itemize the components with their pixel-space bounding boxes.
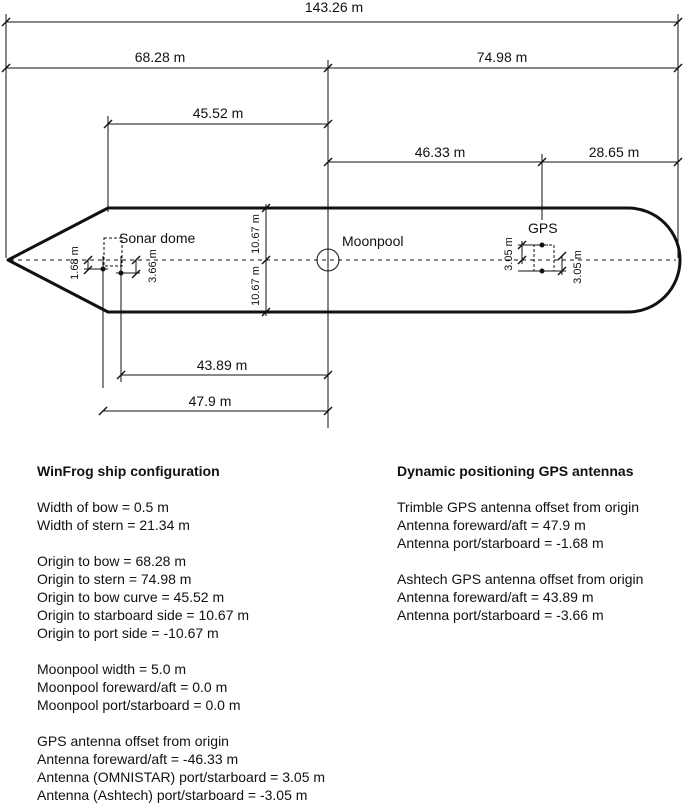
note-line: Antenna foreward/aft = 47.9 m <box>397 517 586 533</box>
note-line: Width of stern = 21.34 m <box>37 517 190 533</box>
dp-gps-notes: Dynamic positioning GPS antennas Trimble… <box>397 462 643 624</box>
dim-antenna-fore-aft: 43.89 m 47.9 m <box>98 357 333 416</box>
note-line: Origin to starboard side = 10.67 m <box>37 607 250 623</box>
sonar-dome-label: Sonar dome <box>119 230 195 246</box>
note-line: Moonpool port/starboard = 0.0 m <box>37 697 241 713</box>
dim-total-length: 143.26 m <box>1 0 683 258</box>
dim-trimble-ps-label: 1.68 m <box>69 246 81 280</box>
dim-total-length-label: 143.26 m <box>305 0 363 15</box>
bow-stern-widths: Width of bow = 0.5 m Width of stern = 21… <box>37 498 325 534</box>
note-line: Antenna port/starboard = -1.68 m <box>397 535 604 551</box>
dim-bow-curve: 45.52 m <box>103 105 333 212</box>
trimble-notes: Trimble GPS antenna offset from origin A… <box>397 498 643 552</box>
ship-hull <box>6 206 682 314</box>
dim-gps-position: 46.33 m 28.65 m <box>323 144 683 220</box>
dim-origin-to-stern-label: 74.98 m <box>477 49 528 65</box>
note-line: Width of bow = 0.5 m <box>37 499 169 515</box>
note-line: Antenna foreward/aft = -46.33 m <box>37 751 239 767</box>
dim-port-side-label: 10.67 m <box>250 266 262 306</box>
gps-antenna-notes: GPS antenna offset from origin Antenna f… <box>37 732 325 804</box>
dim-origin-to-bow-label: 68.28 m <box>135 49 186 65</box>
dim-gps-ash-ps-label: 3.05 m <box>572 250 584 284</box>
note-line: Origin to bow curve = 45.52 m <box>37 589 225 605</box>
note-line: Antenna (Ashtech) port/starboard = -3.05… <box>37 787 308 803</box>
dim-starboard-side-label: 10.67 m <box>250 214 262 254</box>
gps-label: GPS <box>528 220 558 236</box>
dim-trimble-fa-label: 47.9 m <box>189 393 232 409</box>
note-line: Origin to bow = 68.28 m <box>37 553 187 569</box>
dim-beam: 10.67 m 10.67 m <box>250 203 271 317</box>
dim-ashtech-fa-label: 43.89 m <box>197 357 248 373</box>
note-line: Ashtech GPS antenna offset from origin <box>397 571 644 587</box>
origin-offsets: Origin to bow = 68.28 m Origin to stern … <box>37 552 325 642</box>
note-line: Origin to stern = 74.98 m <box>37 571 192 587</box>
note-line: Antenna foreward/aft = 43.89 m <box>397 589 594 605</box>
moonpool-label: Moonpool <box>342 233 404 249</box>
gps-antennas: GPS 3.05 m 3.05 m <box>503 220 584 284</box>
dim-gps-omni-ps-label: 3.05 m <box>503 237 515 271</box>
note-line: Antenna (OMNISTAR) port/starboard = 3.05… <box>37 769 326 785</box>
sonar-dome: Sonar dome 1.68 m 3.66 m <box>69 230 195 388</box>
note-line: Trimble GPS antenna offset from origin <box>397 499 639 515</box>
dim-ashtech-ps-label: 3.66 m <box>147 249 159 283</box>
winfrog-config-heading: WinFrog ship configuration <box>37 463 220 479</box>
moonpool-notes: Moonpool width = 5.0 m Moonpool foreward… <box>37 660 325 714</box>
ashtech-notes: Ashtech GPS antenna offset from origin A… <box>397 570 643 624</box>
moonpool-circle <box>316 248 340 272</box>
dim-bow-curve-label: 45.52 m <box>193 105 244 121</box>
note-line: Origin to port side = -10.67 m <box>37 625 219 641</box>
dim-gps-to-stern-label: 28.65 m <box>589 144 640 160</box>
dim-gps-from-origin-label: 46.33 m <box>415 144 466 160</box>
note-line: Moonpool width = 5.0 m <box>37 661 187 677</box>
note-line: Antenna port/starboard = -3.66 m <box>397 607 604 623</box>
ship-configuration-diagram: 143.26 m 68.28 m 74.98 m 45.52 m 46.33 m… <box>1 0 683 428</box>
winfrog-config-notes: WinFrog ship configuration Width of bow … <box>37 462 325 804</box>
dim-origin-bow-stern: 68.28 m 74.98 m <box>1 49 683 428</box>
dp-gps-heading: Dynamic positioning GPS antennas <box>397 463 634 479</box>
note-line: GPS antenna offset from origin <box>37 733 229 749</box>
note-line: Moonpool foreward/aft = 0.0 m <box>37 679 228 695</box>
